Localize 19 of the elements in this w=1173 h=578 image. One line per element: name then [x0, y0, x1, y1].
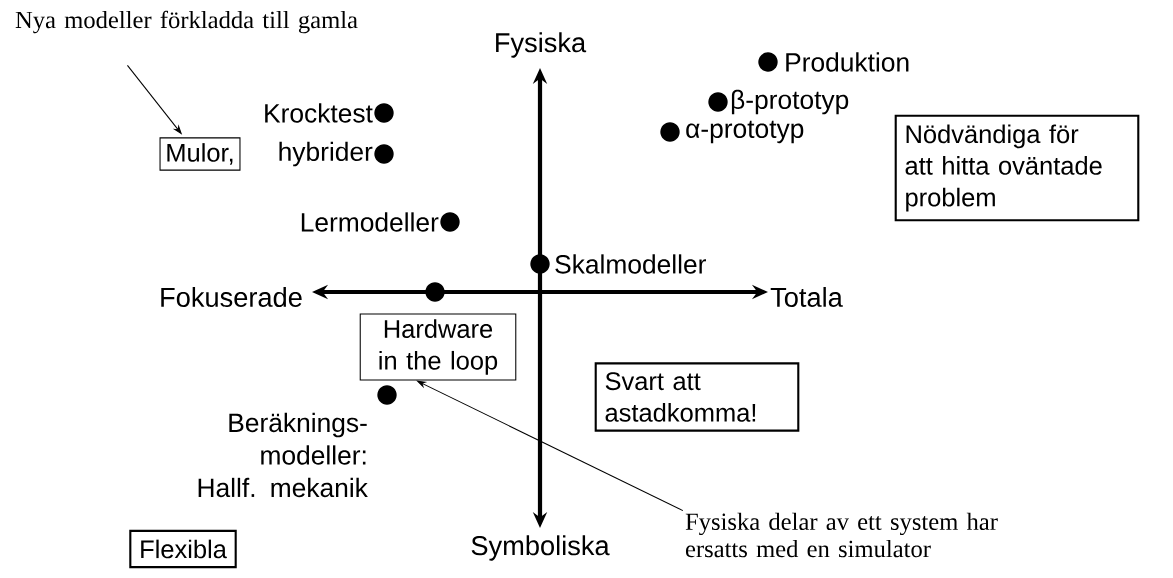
point-label: Lermodeller — [301, 212, 439, 232]
axis-label: Totala — [770, 287, 843, 307]
axis-label: Symboliska — [471, 535, 610, 561]
leader-text: Fysiska delar av ett system har ersatts med en simulator — [685, 512, 998, 558]
point-label: β-prototyp — [731, 89, 849, 115]
note-box: Svart att astadkomma! — [594, 362, 800, 432]
axis-label: Fysiska — [496, 32, 587, 58]
point-label: Krocktest — [265, 103, 373, 123]
text-box: Mulor, — [159, 137, 241, 171]
point-label: Produktion — [786, 52, 909, 72]
point-label: Skalmodeller — [555, 254, 706, 274]
note-box: Nödvändiga för att hitta oväntade problem — [894, 114, 1140, 222]
point-label: α-prototyp — [686, 120, 804, 144]
note-box: Flexibla — [129, 529, 237, 569]
axis-label: Fokuserade — [161, 287, 302, 307]
leader-text: Nya modeller förkladda till gamla — [15, 10, 358, 34]
point-label: hybrider — [279, 141, 373, 167]
point-label: Beräknings- modeller: Hallf. mekanik — [198, 412, 368, 498]
text-box: Hardware in the loop — [359, 313, 517, 381]
